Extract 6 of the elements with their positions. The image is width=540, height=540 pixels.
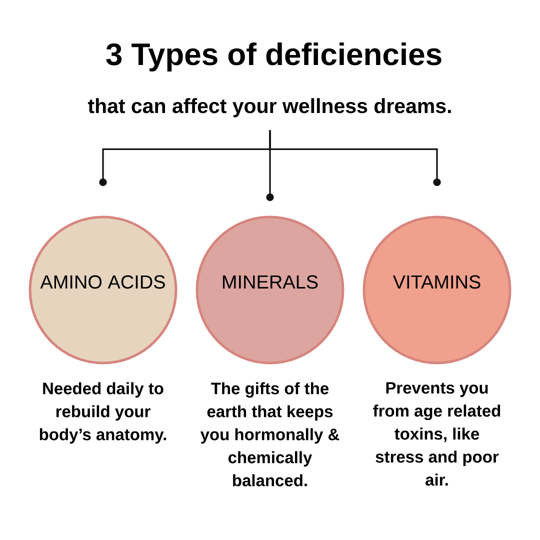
connector-line	[269, 130, 441, 186]
subtitle: that can affect your wellness dreams.	[88, 98, 451, 118]
caption-text: Prevents you from age related toxins, like stress and poor air.	[373, 382, 500, 486]
caption-text: The gifts of the earth that keeps you hormonally & chemically balanced.	[200, 382, 340, 486]
title: 3 Types of deficiencies	[106, 42, 442, 72]
caption-text: Needed daily to rebuild your body’s anatomy.	[40, 382, 166, 444]
